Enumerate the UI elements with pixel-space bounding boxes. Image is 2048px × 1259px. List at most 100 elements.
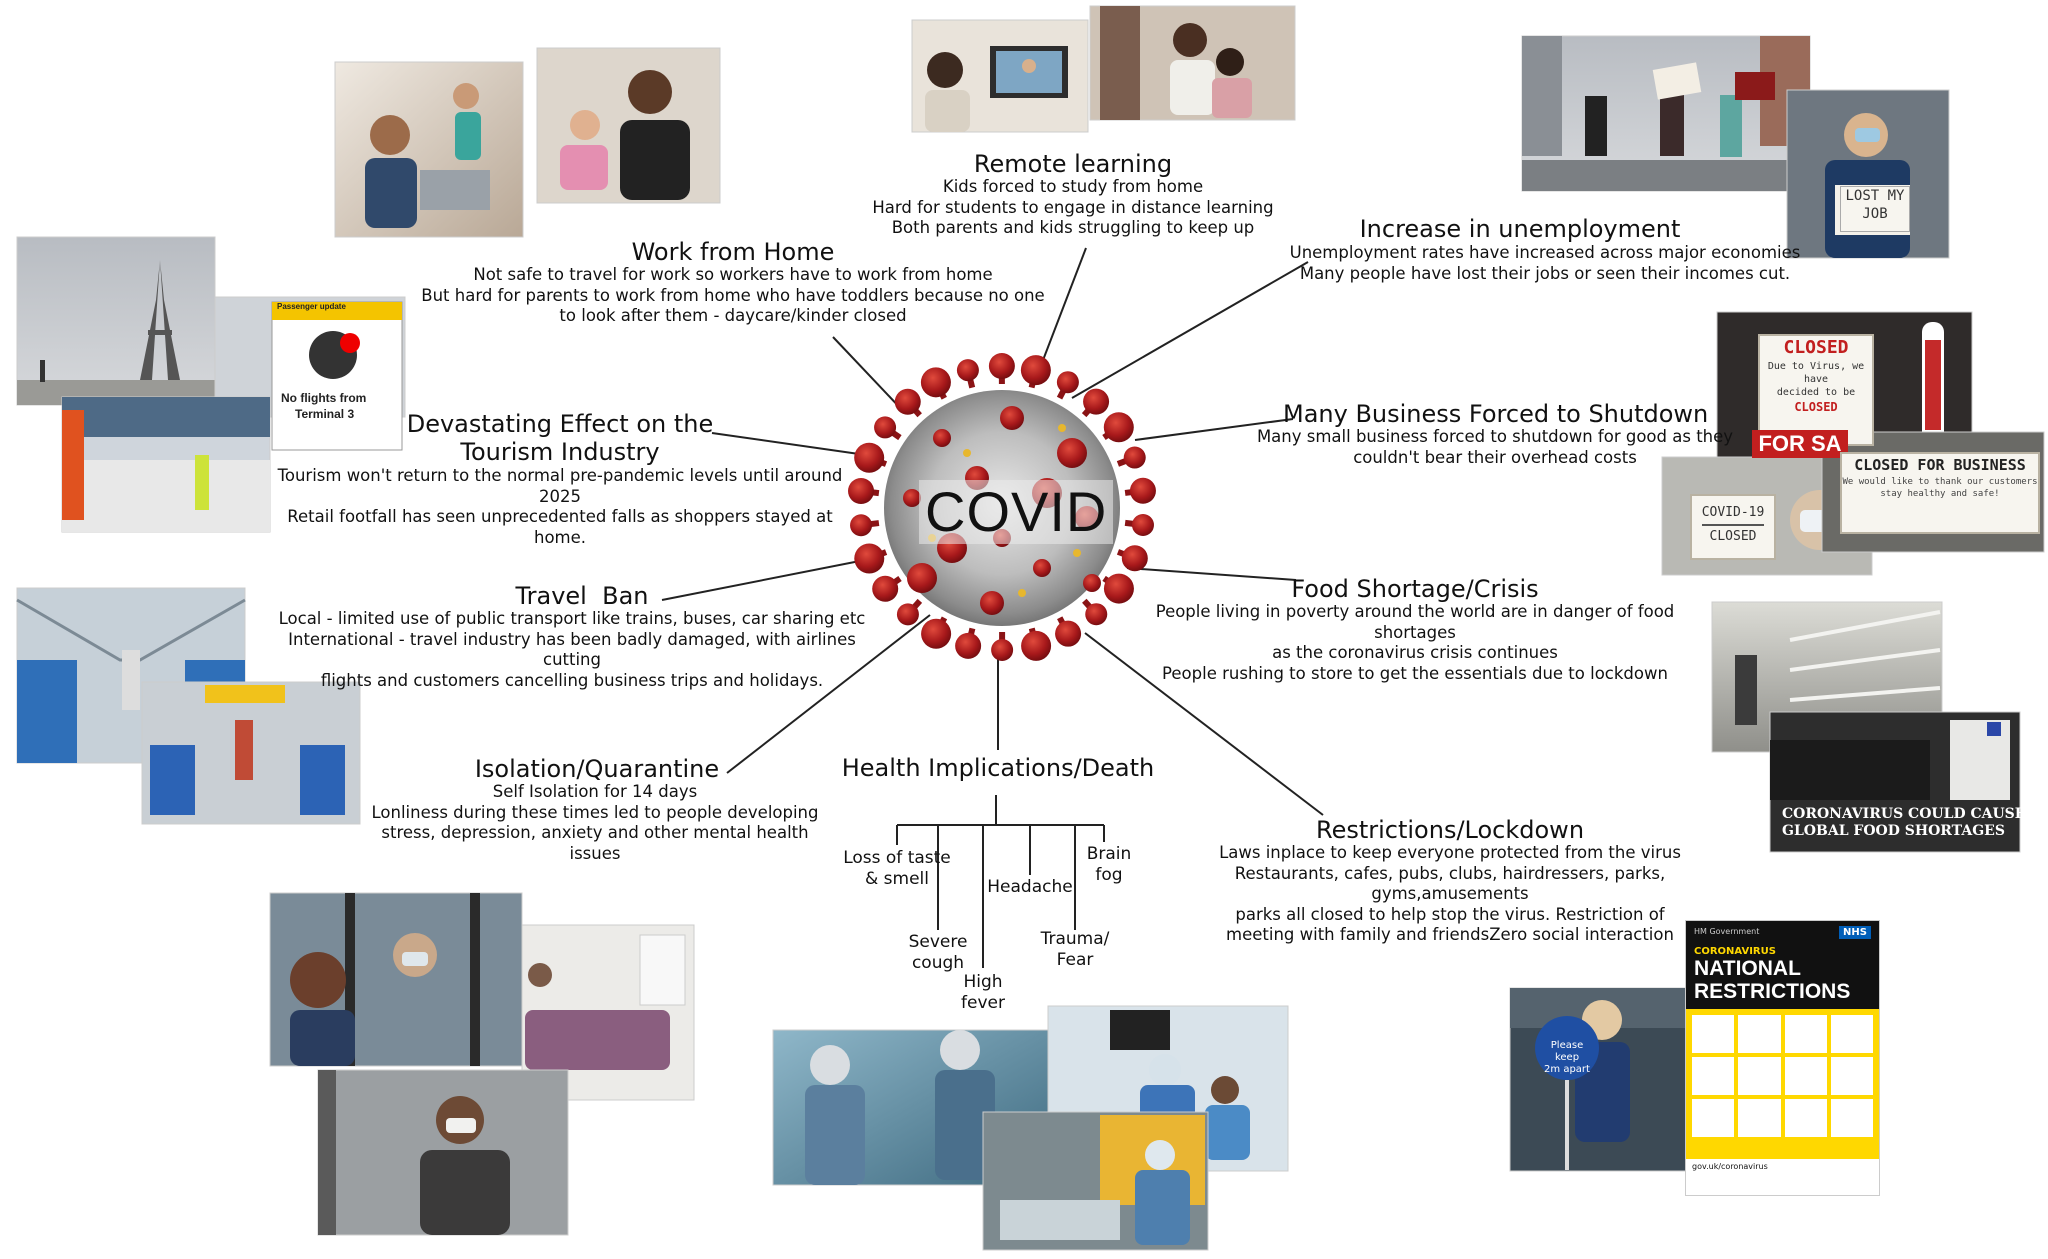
closed-business-line2: stay healthy and safe! bbox=[1880, 489, 2000, 499]
photo-tourism-airport-sign bbox=[214, 296, 406, 451]
symptom-fever-line1: High bbox=[963, 972, 1003, 992]
food-caption-line1: CORONAVIRUS COULD CAUSE bbox=[1782, 806, 2026, 822]
travel-ban-line-2: International - travel industry has been… bbox=[288, 629, 856, 670]
isolation-line-2: Lonliness during these times led to peop… bbox=[371, 802, 819, 822]
photo-unemployment-lost-job bbox=[1786, 89, 1950, 259]
virus-spike-head bbox=[1021, 630, 1052, 661]
lockdown-line-4: meeting with family and friendsZero soci… bbox=[1226, 925, 1674, 944]
unemployment-line-2: Many people have lost their jobs or seen… bbox=[1299, 263, 1791, 283]
health-title: Health Implications/Death bbox=[841, 754, 1155, 782]
unemployment-title: Increase in unemployment bbox=[1359, 215, 1681, 243]
poster-cell bbox=[1738, 1015, 1781, 1053]
no-flights-line2: Terminal 3 bbox=[295, 407, 355, 421]
virus-spike-head bbox=[955, 632, 982, 659]
symptom-taste: Loss of taste & smell bbox=[833, 848, 961, 890]
virus-spike-head bbox=[1083, 388, 1110, 415]
connector-unemployment bbox=[1071, 261, 1309, 399]
photo-isolation-window bbox=[269, 892, 523, 1067]
symptom-taste-line1: Loss of taste bbox=[843, 848, 951, 868]
connector-lines bbox=[661, 247, 1324, 968]
poster-cell bbox=[1692, 1057, 1735, 1095]
virus-spike-head bbox=[854, 442, 885, 473]
work-from-home-line-3: to look after them - daycare/kinder clos… bbox=[559, 306, 907, 325]
photo-sign-for-sale: FOR SA bbox=[1752, 430, 1848, 458]
food-line-3: People rushing to store to get the essen… bbox=[1162, 663, 1668, 683]
lost-job-line1: LOST MY bbox=[1845, 188, 1905, 204]
photo-isolation-window-mask bbox=[317, 1069, 569, 1236]
poster-grid bbox=[1686, 1009, 1879, 1143]
photo-sign-closed-for-business: CLOSED FOR BUSINESS We would like to tha… bbox=[1840, 452, 2040, 534]
tourism-title-line2: Tourism Industry bbox=[460, 438, 660, 466]
poster-cell bbox=[1830, 1015, 1873, 1053]
virus-protein-dot bbox=[1073, 549, 1081, 557]
food-caption-line2: GLOBAL FOOD SHORTAGES bbox=[1782, 823, 2005, 839]
poster-cell bbox=[1738, 1057, 1781, 1095]
isolation-desc: Self Isolation for 14 days Lonliness dur… bbox=[360, 782, 830, 864]
virus-surface-spike bbox=[1057, 438, 1087, 468]
isolation-line-1: Self Isolation for 14 days bbox=[492, 782, 698, 801]
virus-spike-head bbox=[854, 543, 885, 574]
closed-sign-line3: CLOSED bbox=[1794, 400, 1838, 414]
food-desc: People living in poverty around the worl… bbox=[1120, 602, 1710, 684]
photo-remote-learning-1 bbox=[911, 19, 1089, 133]
virus-spike-head bbox=[874, 416, 897, 439]
photo-sign-keep-apart: Please keep 2m apart bbox=[1538, 1040, 1596, 1076]
virus-spike-head bbox=[848, 478, 875, 505]
unemployment-desc: Unemployment rates have increased across… bbox=[1285, 243, 1805, 284]
poster-cell bbox=[1784, 1057, 1827, 1095]
travel-ban-title: Travel Ban bbox=[515, 582, 649, 610]
symptom-brain-line1: Brain bbox=[1086, 844, 1132, 864]
virus-spike-head bbox=[1129, 477, 1156, 504]
virus-surface-spike bbox=[907, 563, 937, 593]
symptom-taste-line2: & smell bbox=[865, 869, 929, 889]
symptom-cough-line1: Severe bbox=[908, 932, 968, 952]
closed-sign-heading: CLOSED bbox=[1783, 337, 1849, 358]
poster-kicker: CORONAVIRUS bbox=[1694, 946, 1776, 957]
virus-spike-head bbox=[872, 575, 899, 602]
food-line-2: as the coronavirus crisis continues bbox=[1272, 643, 1558, 662]
virus-protein-dot bbox=[1058, 424, 1066, 432]
photo-work-from-home-2 bbox=[536, 47, 721, 204]
virus-surface-spike bbox=[1083, 574, 1101, 592]
photo-food-empty-shelves-2 bbox=[1769, 711, 2021, 853]
travel-ban-line-1: Local - limited use of public transport … bbox=[278, 609, 866, 628]
covid-closed-line1: COVID-19 bbox=[1701, 502, 1765, 526]
poster-cell bbox=[1692, 1015, 1735, 1053]
symptom-brain-line2: fog bbox=[1095, 865, 1123, 885]
work-from-home-title: Work from Home bbox=[631, 238, 835, 266]
remote-learning-title: Remote learning bbox=[973, 150, 1173, 178]
poster-footer: gov.uk/coronavirus bbox=[1686, 1159, 1879, 1195]
poster-cell bbox=[1738, 1099, 1781, 1137]
symptom-headache-line1: Headache bbox=[987, 877, 1073, 897]
photo-health-icu-3 bbox=[982, 1111, 1209, 1251]
virus-surface-spike bbox=[1000, 406, 1024, 430]
connector-isolation bbox=[726, 614, 931, 774]
photo-unemployment-protest bbox=[1521, 35, 1811, 192]
connector-work-from-home bbox=[832, 336, 906, 414]
symptom-trauma: Trauma/ Fear bbox=[1030, 929, 1120, 971]
virus-spike-head bbox=[850, 514, 873, 537]
center-label: COVID bbox=[919, 480, 1114, 544]
virus-spike-head bbox=[1055, 620, 1082, 647]
symptom-fever-line2: fever bbox=[961, 993, 1005, 1013]
lost-job-line2: JOB bbox=[1862, 206, 1888, 222]
connector-travel bbox=[661, 557, 876, 601]
symptom-cough-line2: cough bbox=[911, 953, 965, 973]
work-from-home-line-1: Not safe to travel for work so workers h… bbox=[473, 265, 993, 284]
virus-spike-head bbox=[991, 638, 1014, 661]
keep-apart-line2: 2m apart bbox=[1544, 1064, 1590, 1075]
connector-remote-learning bbox=[1039, 247, 1087, 369]
photo-work-from-home-1 bbox=[334, 61, 524, 238]
virus-spike-head bbox=[894, 388, 921, 415]
food-title: Food Shortage/Crisis bbox=[1291, 575, 1539, 603]
travel-ban-line-3: flights and customers cancelling busines… bbox=[320, 670, 824, 690]
closed-sign-line1: Due to Virus, we have bbox=[1767, 361, 1865, 385]
symptom-brain: Brain fog bbox=[1074, 844, 1144, 886]
business-title: Many Business Forced to Shutdown bbox=[1283, 400, 1709, 428]
virus-surface-spike bbox=[903, 489, 921, 507]
virus-protein-dot bbox=[1018, 589, 1026, 597]
virus-spike-head bbox=[896, 603, 919, 626]
virus-spike-head bbox=[1103, 412, 1134, 443]
connector-food bbox=[1126, 567, 1297, 581]
closed-business-heading: CLOSED FOR BUSINESS bbox=[1854, 456, 2026, 474]
